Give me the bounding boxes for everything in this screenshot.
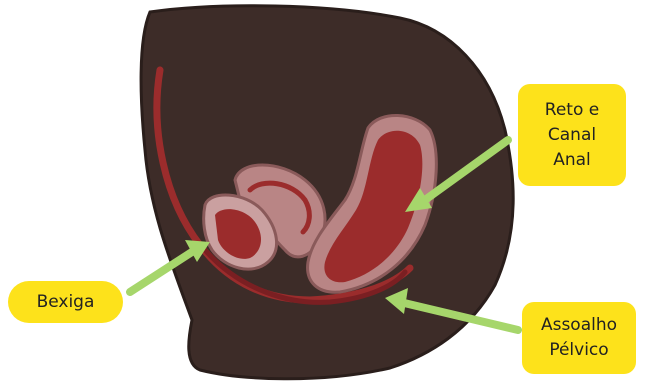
- label-reto-line-2: Canal: [548, 123, 596, 148]
- label-reto-line-1: Reto e: [545, 98, 599, 123]
- label-assoalho-pelvico: Assoalho Pélvico: [522, 302, 636, 374]
- label-bexiga: Bexiga: [8, 281, 123, 323]
- label-reto-line-3: Anal: [553, 148, 591, 173]
- label-reto-canal-anal: Reto e Canal Anal: [518, 84, 626, 186]
- label-bexiga-text: Bexiga: [37, 290, 95, 315]
- label-assoalho-line-1: Assoalho: [541, 313, 617, 338]
- label-assoalho-line-2: Pélvico: [549, 338, 608, 363]
- pelvis-body-silhouette: [141, 6, 513, 379]
